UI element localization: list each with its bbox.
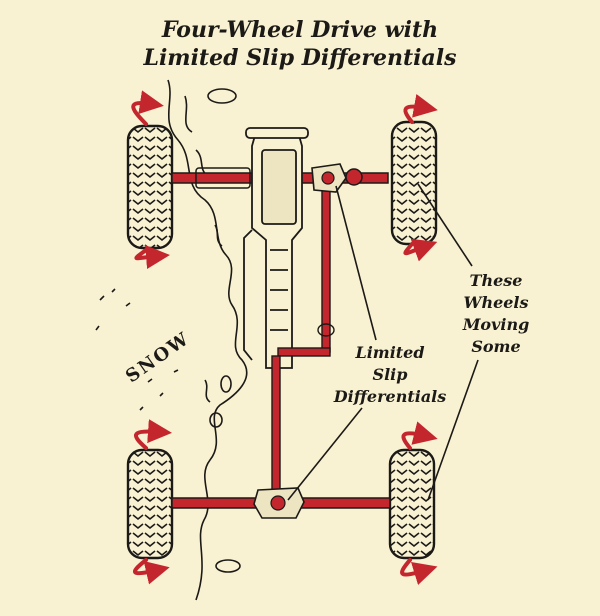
curved-arrow-icon	[133, 558, 170, 585]
leader-lines	[287, 183, 479, 501]
diagram-title-line-2: Limited Slip Differentials	[143, 45, 457, 71]
wheels-label-line-2: Wheels	[463, 293, 529, 312]
front-left-tire	[126, 124, 174, 250]
wheels-label: These Wheels Moving Some	[446, 270, 546, 358]
transmission-housing	[243, 127, 309, 369]
curved-arrow-icon	[400, 558, 438, 585]
curved-arrow-icon	[401, 421, 438, 450]
wheels-label-line-4: Some	[471, 337, 521, 356]
differentials-label-line-2: Slip	[372, 365, 408, 384]
rear-right-tire	[388, 448, 436, 560]
differentials-label-line-3: Differentials	[333, 387, 447, 406]
rotation-arrows	[131, 90, 438, 585]
curved-arrow-icon	[403, 94, 438, 124]
diagram-title-line-1: Four-Wheel Drive with	[161, 17, 439, 43]
rear-drive-shaft	[271, 355, 281, 497]
front-right-tire	[390, 120, 438, 246]
curved-arrow-icon	[131, 90, 164, 126]
curved-arrow-icon	[134, 245, 170, 269]
rear-differential	[253, 487, 305, 519]
snow-bank	[95, 79, 248, 601]
wheels-label-line-3: Moving	[462, 315, 530, 334]
differentials-label: Limited Slip Differentials	[330, 342, 450, 408]
curved-arrow-icon	[134, 419, 172, 450]
differentials-label-line-1: Limited	[355, 343, 425, 362]
wheels-label-line-1: These	[469, 271, 523, 290]
front-differential	[311, 163, 347, 193]
rear-left-tire	[126, 448, 174, 560]
curved-arrow-icon	[403, 238, 438, 262]
